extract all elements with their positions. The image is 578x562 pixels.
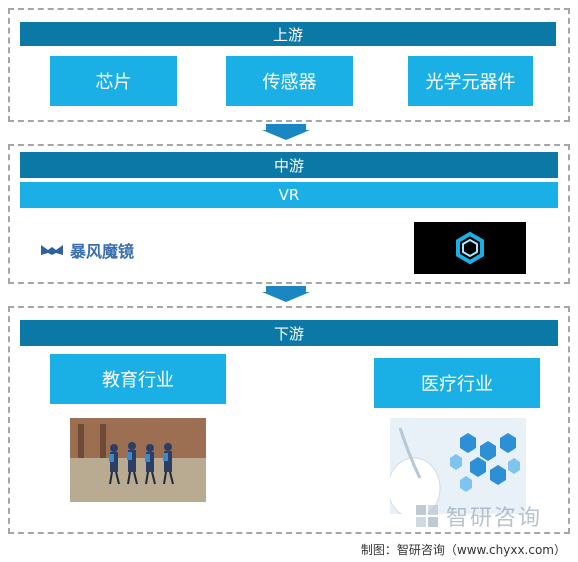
downstream-item-medical: 医疗行业 <box>374 358 540 408</box>
education-photo <box>70 418 206 502</box>
downstream-item-education: 教育行业 <box>50 354 226 404</box>
medical-photo <box>390 418 526 514</box>
upstream-title-bar: 上游 <box>20 22 556 46</box>
watermark-logo-icon <box>416 505 438 527</box>
midstream-title: 中游 <box>273 156 304 175</box>
midstream-vr-bar: VR <box>20 182 558 208</box>
upstream-section: 上游 芯片 传感器 光学元器件 <box>8 8 570 122</box>
flow-arrow-2-stem <box>266 286 306 292</box>
downstream-section: 下游 教育行业 医疗行业 <box>8 306 570 534</box>
upstream-item-chip: 芯片 <box>50 56 177 106</box>
storm-mirror-logo-icon <box>41 245 63 255</box>
flow-arrow-1-stem <box>266 124 306 130</box>
midstream-subtitle: VR <box>278 186 300 204</box>
upstream-item-sensor: 传感器 <box>226 56 353 106</box>
downstream-title: 下游 <box>273 324 304 343</box>
downstream-title-bar: 下游 <box>20 320 558 346</box>
midstream-section: 中游 VR 暴风魔镜 <box>8 144 570 284</box>
watermark-text: 智研咨询 <box>446 506 543 531</box>
upstream-item-optics: 光学元器件 <box>408 56 533 106</box>
upstream-title: 上游 <box>272 25 303 44</box>
vr-device-logo-image <box>414 222 526 274</box>
storm-mirror-logo-text: 暴风魔镜 <box>70 242 135 261</box>
flow-arrow-2-icon <box>262 292 310 302</box>
source-caption: 制图：智研咨询（www.chyxx.com） <box>360 543 566 557</box>
midstream-title-bar: 中游 <box>20 152 558 178</box>
flow-arrow-1-icon <box>262 130 310 140</box>
storm-mirror-logo: 暴风魔镜 <box>40 238 180 262</box>
watermark: 智研咨询 <box>414 500 542 532</box>
